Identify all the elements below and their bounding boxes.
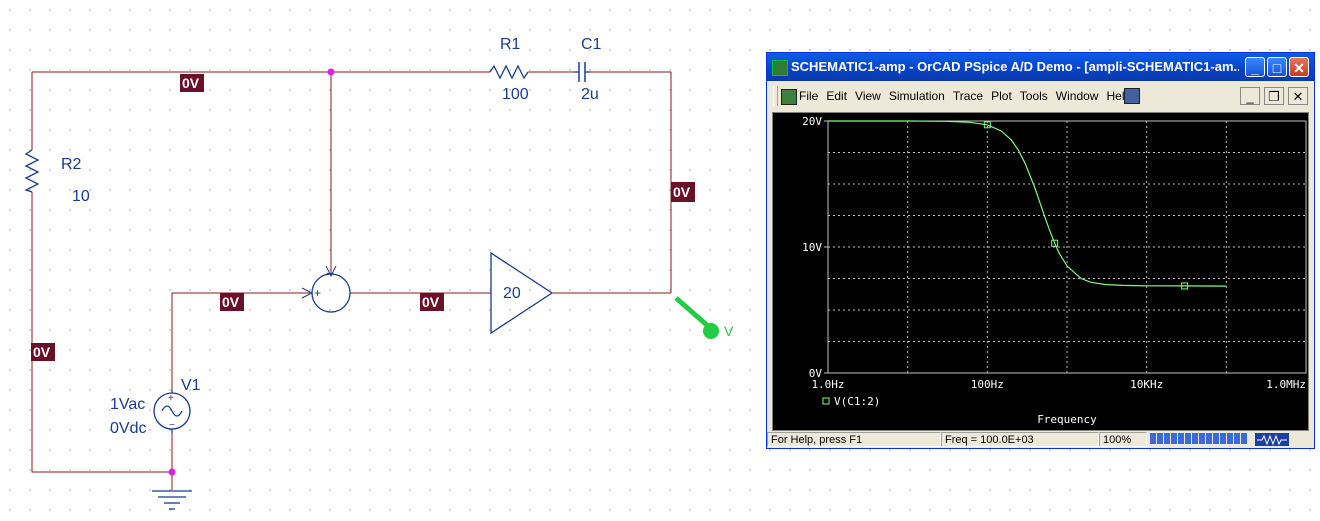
menu-file[interactable]: File <box>799 89 819 103</box>
probe-label: V <box>724 323 734 339</box>
title-bar[interactable]: SCHEMATIC1-amp - OrCAD PSpice A/D Demo -… <box>767 53 1314 81</box>
gain-value: 20 <box>503 285 521 302</box>
c1-value: 2u <box>581 86 599 103</box>
toolbar-icon[interactable] <box>1124 88 1140 104</box>
progress-block <box>1199 433 1205 444</box>
mdi-close-button[interactable]: ✕ <box>1288 87 1308 105</box>
waveform-icon <box>1255 433 1289 446</box>
voltage-bubble: 0V <box>180 74 204 92</box>
progress-block <box>1171 433 1177 444</box>
r2-name: R2 <box>61 156 82 173</box>
series-line <box>828 120 1227 287</box>
resistor-r1[interactable]: R1 100 <box>489 36 529 103</box>
progress-block <box>1164 433 1170 444</box>
summer-minus-sign: − <box>326 265 334 281</box>
r1-name: R1 <box>500 36 521 53</box>
svg-text:−: − <box>169 420 175 431</box>
menu-trace[interactable]: Trace <box>952 89 984 103</box>
menu-edit[interactable]: Edit <box>826 89 848 103</box>
y-tick-label: 0V <box>809 367 823 380</box>
legend-label: V(C1:2) <box>834 395 880 408</box>
progress-block <box>1192 433 1198 444</box>
window-title: SCHEMATIC1-amp - OrCAD PSpice A/D Demo -… <box>791 59 1239 74</box>
y-tick-label: 10V <box>802 241 822 254</box>
svg-text:0V: 0V <box>33 344 51 360</box>
summer-plus-sign: + <box>314 286 321 300</box>
close-button[interactable]: ✕ <box>1289 57 1309 77</box>
status-help: For Help, press F1 <box>767 432 941 447</box>
minimize-button[interactable]: _ <box>1245 57 1265 77</box>
c1-name: C1 <box>581 36 602 53</box>
mdi-minimize-button[interactable]: _ <box>1240 87 1260 105</box>
toolbar-grip[interactable] <box>773 86 778 106</box>
progress-block <box>1234 433 1240 444</box>
maximize-button[interactable]: □ <box>1267 57 1287 77</box>
mdi-restore-button[interactable]: ❐ <box>1264 87 1284 105</box>
progress-block <box>1178 433 1184 444</box>
svg-text:0V: 0V <box>673 184 691 200</box>
menu-items: File Edit View Simulation Trace Plot Tools Wind… <box>799 89 1139 103</box>
ground-symbol[interactable] <box>152 490 192 510</box>
summing-junction[interactable]: − + <box>311 265 351 313</box>
simulation-progress-bar <box>1150 433 1250 446</box>
x-tick-label: 100Hz <box>971 378 1004 391</box>
menu-window[interactable]: Window <box>1055 89 1099 103</box>
progress-block <box>1227 433 1233 444</box>
voltage-source-v1[interactable]: + − V1 1Vac 0Vdc <box>110 377 201 437</box>
voltage-probe[interactable]: V <box>674 296 734 339</box>
capacitor-c1[interactable]: C1 2u <box>574 36 602 103</box>
legend-marker <box>822 397 830 405</box>
x-axis-label: Frequency <box>1037 413 1097 426</box>
v1-name: V1 <box>181 377 201 394</box>
menu-bar: File Edit View Simulation Trace Plot Tools Wind… <box>767 81 1314 111</box>
progress-block <box>1220 433 1226 444</box>
y-tick-label: 20V <box>802 115 822 128</box>
resistor-r2[interactable]: R2 10 <box>24 149 90 205</box>
app-icon[interactable] <box>772 60 788 76</box>
x-tick-label: 10KHz <box>1130 378 1163 391</box>
x-tick-label: 1.0MHz <box>1266 378 1306 391</box>
svg-text:0V: 0V <box>222 294 240 310</box>
menu-simulation[interactable]: Simulation <box>888 89 945 103</box>
junction-dot <box>168 468 176 476</box>
svg-text:+: + <box>168 393 174 404</box>
data-point-marker <box>983 121 991 129</box>
status-bar: For Help, press F1 Freq = 100.0E+03 100% <box>767 432 1314 448</box>
x-tick-label: 1.0Hz <box>811 378 844 391</box>
voltage-bubble: 0V <box>671 182 695 202</box>
voltage-bubble: 0V <box>31 343 55 361</box>
status-frequency: Freq = 100.0E+03 <box>941 432 1099 447</box>
gain-block[interactable]: 20 <box>490 251 554 335</box>
menu-plot[interactable]: Plot <box>991 89 1012 103</box>
summer-arrow-top <box>325 265 337 278</box>
doc-icon[interactable] <box>781 89 797 105</box>
data-point-marker <box>1051 239 1059 247</box>
progress-block <box>1241 433 1247 444</box>
menu-view[interactable]: View <box>855 89 881 103</box>
v1-dc-value: 0Vdc <box>110 420 146 437</box>
progress-block <box>1157 433 1163 444</box>
r1-value: 100 <box>502 86 529 103</box>
r2-value: 10 <box>72 188 90 205</box>
voltage-bubble: 0V <box>220 293 244 311</box>
progress-block <box>1185 433 1191 444</box>
data-point-marker <box>1181 282 1189 290</box>
svg-text:0V: 0V <box>422 294 440 310</box>
progress-block <box>1206 433 1212 444</box>
pspice-window[interactable]: SCHEMATIC1-amp - OrCAD PSpice A/D Demo -… <box>766 52 1315 449</box>
wires <box>31 71 672 490</box>
menu-tools[interactable]: Tools <box>1019 89 1048 103</box>
v1-ac-value: 1Vac <box>110 396 145 413</box>
voltage-bubble: 0V <box>420 293 444 311</box>
junction-dot <box>327 68 335 76</box>
status-zoom: 100% <box>1099 432 1147 447</box>
progress-block <box>1213 433 1219 444</box>
progress-block <box>1150 433 1156 444</box>
schematic-canvas[interactable]: R1 100 C1 2u R2 10 + − V1 1Vac 0Vdc − <box>0 0 760 521</box>
svg-text:0V: 0V <box>182 75 200 91</box>
